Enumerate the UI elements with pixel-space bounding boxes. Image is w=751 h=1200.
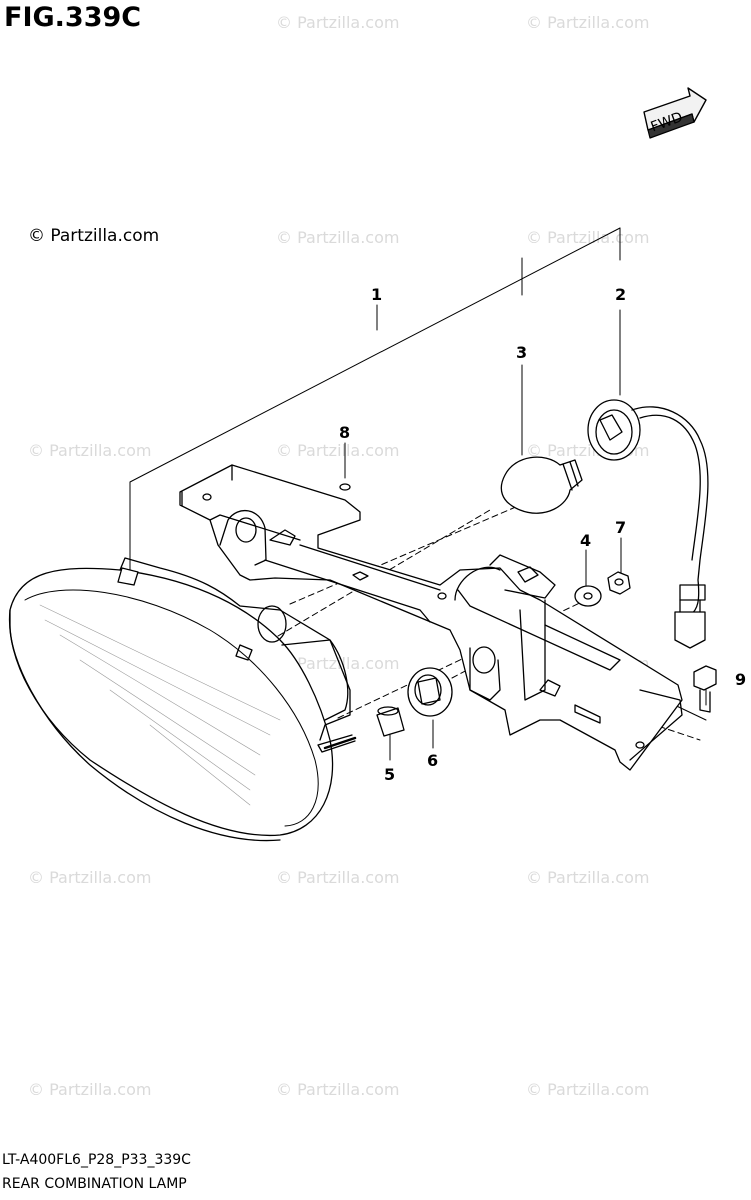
callout-4: 4	[580, 531, 591, 550]
leader-lines	[129, 227, 707, 761]
callout-3: 3	[516, 343, 527, 362]
callout-9: 9	[735, 670, 746, 689]
forward-arrow-icon: FWD	[643, 87, 707, 139]
figure-title: FIG.339C	[4, 2, 142, 33]
mounting-bracket	[179, 464, 683, 771]
grommet	[407, 667, 453, 717]
callout-6: 6	[427, 751, 438, 770]
nut	[607, 571, 631, 595]
watermark: © Partzilla.com	[276, 654, 400, 673]
washer	[574, 585, 602, 607]
brand-label: © Partzilla.com	[28, 226, 160, 246]
bulb-socket	[587, 399, 709, 649]
bolt	[693, 665, 717, 713]
watermark: © Partzilla.com	[526, 868, 650, 887]
watermark: © Partzilla.com	[28, 868, 152, 887]
watermark: © Partzilla.com	[526, 228, 650, 247]
callout-2: 2	[615, 285, 626, 304]
bulb	[500, 456, 583, 514]
callout-8: 8	[339, 423, 350, 442]
watermark: © Partzilla.com	[276, 868, 400, 887]
callout-labels: 1 2 3 4 5 6 7 8 9	[339, 285, 746, 784]
watermark: © Partzilla.com	[276, 13, 400, 32]
spacer	[376, 706, 405, 737]
figure-code: LT-A400FL6_P28_P33_339C	[2, 1152, 191, 1168]
callout-5: 5	[384, 765, 395, 784]
watermark: © Partzilla.com	[526, 13, 650, 32]
watermark: © Partzilla.com	[526, 1080, 650, 1099]
callout-1: 1	[371, 285, 382, 304]
watermark: © Partzilla.com	[276, 228, 400, 247]
watermark: © Partzilla.com	[276, 1080, 400, 1099]
figure-description: REAR COMBINATION LAMP	[2, 1176, 187, 1192]
callout-7: 7	[615, 518, 626, 537]
watermark: © Partzilla.com	[276, 441, 400, 460]
lamp-assembly	[8, 557, 357, 842]
watermark: © Partzilla.com	[28, 441, 152, 460]
watermark: © Partzilla.com	[28, 1080, 152, 1099]
